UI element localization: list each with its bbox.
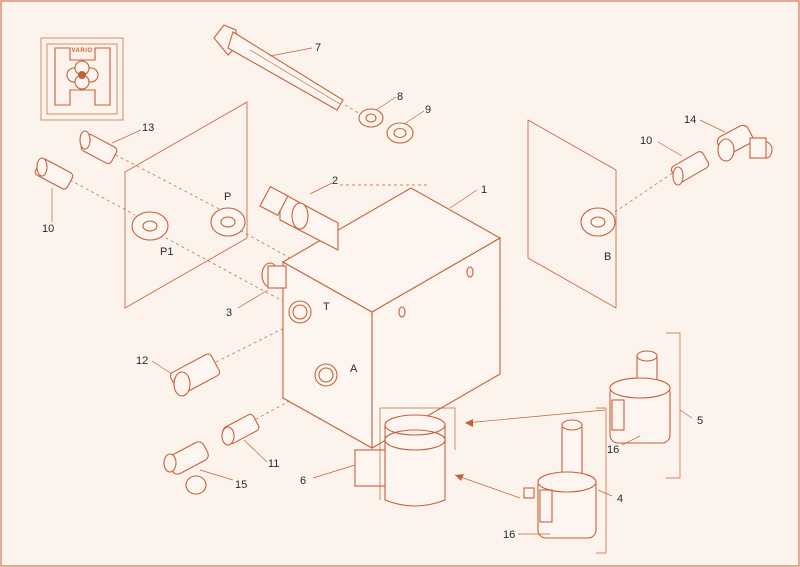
port-label-b: B (604, 251, 611, 263)
cartridge-valve-2 (259, 185, 339, 251)
callout-9: 9 (425, 104, 431, 116)
washer-9 (386, 122, 414, 144)
solenoid-valve-5 (609, 350, 671, 444)
fitting-10-right (670, 151, 710, 186)
callout-12: 12 (136, 355, 148, 367)
callout-13: 13 (142, 122, 154, 134)
fitting-11 (221, 413, 260, 446)
left-gasket-plate (124, 101, 248, 309)
port-label-t: T (323, 301, 330, 313)
callout-4: 4 (617, 493, 623, 505)
bolt-7 (213, 24, 344, 111)
callout-10-right: 10 (640, 135, 652, 147)
fitting-12 (169, 353, 221, 397)
callout-14: 14 (684, 114, 696, 126)
seal-p1 (131, 211, 169, 241)
vario-logo: VARIO (40, 37, 124, 121)
callout-16-lower: 16 (503, 529, 515, 541)
bracket-4 (596, 407, 607, 554)
callout-11: 11 (268, 458, 279, 470)
cartridge-valve-3 (261, 262, 287, 289)
callout-5: 5 (697, 415, 703, 427)
fitting-10-left (34, 157, 74, 190)
callout-7: 7 (315, 42, 321, 54)
callout-1: 1 (481, 184, 487, 196)
elbow-fitting-15 (163, 441, 209, 495)
bracket-5 (666, 332, 681, 479)
port-label-p1: P1 (160, 246, 173, 258)
logo-text: VARIO (71, 48, 92, 54)
callout-2: 2 (332, 175, 338, 187)
port-label-a: A (350, 363, 358, 375)
washer-8 (358, 108, 384, 128)
solenoid-valve-6 (354, 407, 456, 507)
fitting-13 (79, 130, 118, 165)
seal-b (580, 207, 616, 237)
callout-8: 8 (397, 91, 403, 103)
callout-3: 3 (226, 307, 232, 319)
elbow-fitting-14 (716, 124, 773, 162)
callout-10-left: 10 (42, 223, 54, 235)
solenoid-valve-4 (523, 419, 597, 539)
seal-p (210, 207, 246, 237)
callout-15: 15 (235, 479, 247, 491)
right-gasket-plate (527, 119, 617, 309)
callout-16-upper: 16 (607, 444, 619, 456)
port-label-p: P (224, 191, 231, 203)
callout-6: 6 (300, 475, 306, 487)
valve-block (281, 187, 502, 449)
